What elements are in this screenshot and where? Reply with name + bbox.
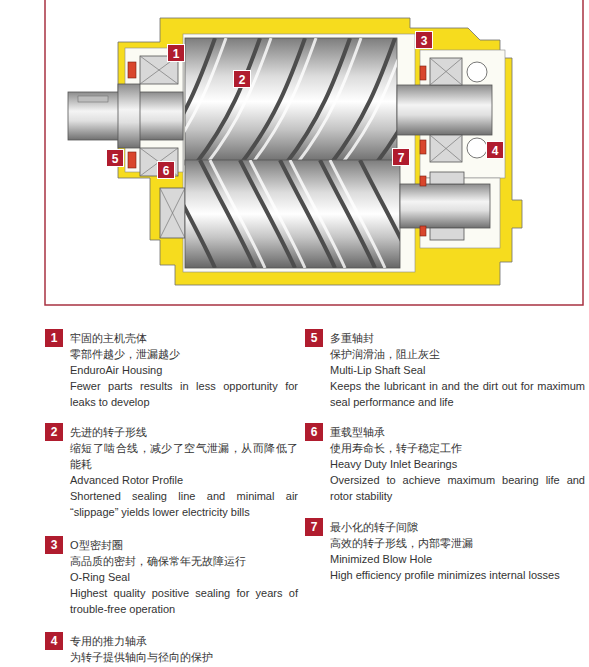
o-ring bbox=[420, 140, 426, 154]
rotor-lobes bbox=[185, 160, 400, 268]
lobe-highlight bbox=[251, 38, 316, 165]
description-text: 高效的转子形线，内部零泄漏 bbox=[330, 535, 585, 551]
description-text: EnduroAir Housing bbox=[70, 362, 298, 378]
callout-text: 1 bbox=[45, 329, 63, 347]
callout-text: 3 bbox=[416, 32, 432, 50]
description-text: 最小化的转子间隙 bbox=[330, 519, 585, 535]
shaft-seal bbox=[128, 152, 136, 168]
callout-number: 3 bbox=[45, 536, 63, 554]
shaft-collar bbox=[118, 84, 140, 148]
male-rotor bbox=[185, 38, 397, 165]
description-text: O型密封圈 bbox=[70, 537, 298, 553]
bearing-roller bbox=[160, 188, 185, 238]
lobe-highlight bbox=[341, 38, 397, 165]
description-text: Minimized Blow Hole bbox=[330, 551, 585, 567]
shaft-seal bbox=[128, 62, 136, 78]
description-text: High efficiency profile minimizes intern… bbox=[330, 567, 585, 583]
callout-text: 1 bbox=[168, 45, 184, 63]
callout-text: 4 bbox=[487, 142, 503, 160]
o-ring bbox=[420, 66, 426, 80]
description-text: 先进的转子形线 bbox=[70, 424, 298, 440]
description-text: 保护润滑油，阻止灰尘 bbox=[330, 346, 585, 362]
bearing-ball bbox=[467, 62, 487, 82]
description-text: Highest quality positive sealing for yea… bbox=[70, 585, 298, 617]
bearing-roller bbox=[430, 58, 462, 162]
bearing-ball bbox=[467, 138, 487, 158]
description-text: Fewer parts results in less opportunity … bbox=[70, 378, 298, 410]
description-text: 使用寿命长，转子稳定工作 bbox=[330, 440, 585, 456]
description-text: Advanced Rotor Profile bbox=[70, 472, 298, 488]
callout-text: 4 bbox=[45, 632, 63, 650]
bearing bbox=[430, 228, 464, 240]
callout-number: 3 bbox=[415, 31, 433, 49]
callout-number: 1 bbox=[45, 329, 63, 347]
feature-description: 专用的推力轴承为转子提供轴向与径向的保护 bbox=[70, 633, 298, 665]
rotor-shaft bbox=[397, 85, 492, 135]
rotor-lobe bbox=[360, 160, 400, 268]
rotor-lobe bbox=[375, 38, 397, 165]
rotor-lobe bbox=[195, 38, 260, 165]
callout-text: 7 bbox=[305, 518, 323, 536]
description-text: 缩短了啮合线，减少了空气泄漏，从而降低了能耗 bbox=[70, 440, 298, 472]
frame-border bbox=[45, 0, 583, 305]
description-text: 牢固的主机壳体 bbox=[70, 330, 298, 346]
description-text: 零部件越少，泄漏越少 bbox=[70, 346, 298, 362]
lobe-highlight bbox=[330, 160, 385, 268]
description-text: 多重轴封 bbox=[330, 330, 585, 346]
feature-description: 先进的转子形线缩短了啮合线，减少了空气泄漏，从而降低了能耗Advanced Ro… bbox=[70, 424, 298, 520]
callout-text: 3 bbox=[45, 536, 63, 554]
rotor-lobe bbox=[185, 160, 215, 268]
callout-text: 6 bbox=[305, 423, 323, 441]
callout-number: 7 bbox=[392, 148, 410, 166]
callout-number: 4 bbox=[45, 632, 63, 650]
description-text: Shortened sealing line and minimal air “… bbox=[70, 488, 298, 520]
bearing-roller bbox=[140, 56, 178, 176]
description-text: 专用的推力轴承 bbox=[70, 633, 298, 649]
description-text: Heavy Duty Inlet Bearings bbox=[330, 456, 585, 472]
description-text: O-Ring Seal bbox=[70, 569, 298, 585]
inlet-bearing bbox=[160, 188, 185, 238]
description-text: Multi-Lip Shaft Seal bbox=[330, 362, 585, 378]
keyway bbox=[78, 96, 108, 102]
callout-text: 7 bbox=[393, 149, 409, 167]
callout-number: 5 bbox=[106, 149, 124, 167]
rotor-lobes bbox=[185, 38, 397, 165]
callout-number: 6 bbox=[305, 423, 323, 441]
feature-description: 多重轴封保护润滑油，阻止灰尘Multi-Lip Shaft SealKeeps … bbox=[330, 330, 585, 410]
o-ring bbox=[420, 176, 426, 186]
housing bbox=[118, 18, 522, 285]
feature-description: 最小化的转子间隙高效的转子形线，内部零泄漏Minimized Blow Hole… bbox=[330, 519, 585, 583]
callout-number: 5 bbox=[305, 329, 323, 347]
callout-text: 2 bbox=[45, 423, 63, 441]
callout-number: 1 bbox=[167, 44, 185, 62]
callout-number: 2 bbox=[233, 70, 251, 88]
rotor-lobe bbox=[330, 38, 395, 165]
lobe-highlight bbox=[206, 38, 271, 165]
callout-number: 4 bbox=[486, 141, 504, 159]
o-ring bbox=[420, 226, 426, 236]
description-text: 高品质的密封，确保常年无故障运行 bbox=[70, 553, 298, 569]
description-text: 为转子提供轴向与径向的保护 bbox=[70, 649, 298, 665]
bearing bbox=[430, 172, 464, 184]
description-text: 重载型轴承 bbox=[330, 424, 585, 440]
callout-number: 7 bbox=[305, 518, 323, 536]
description-text: Keeps the lubricant in and the dirt out … bbox=[330, 378, 585, 410]
callout-text: 5 bbox=[305, 329, 323, 347]
callout-text: 6 bbox=[158, 162, 174, 180]
callout-text: 5 bbox=[107, 150, 123, 168]
callout-number: 6 bbox=[157, 161, 175, 179]
rotor-lobe bbox=[240, 38, 305, 165]
callout-text: 2 bbox=[234, 71, 250, 89]
feature-description: 牢固的主机壳体零部件越少，泄漏越少EnduroAir HousingFewer … bbox=[70, 330, 298, 410]
lobe-highlight bbox=[296, 38, 361, 165]
feature-description: 重载型轴承使用寿命长，转子稳定工作Heavy Duty Inlet Bearin… bbox=[330, 424, 585, 504]
rotor-shaft bbox=[400, 184, 490, 228]
callout-number: 2 bbox=[45, 423, 63, 441]
feature-description: O型密封圈高品质的密封，确保常年无故障运行O-Ring SealHighest … bbox=[70, 537, 298, 617]
rotor-lobe bbox=[285, 38, 350, 165]
rotor-cavity bbox=[183, 34, 415, 272]
description-text: Oversized to achieve maximum bearing lif… bbox=[330, 472, 585, 504]
